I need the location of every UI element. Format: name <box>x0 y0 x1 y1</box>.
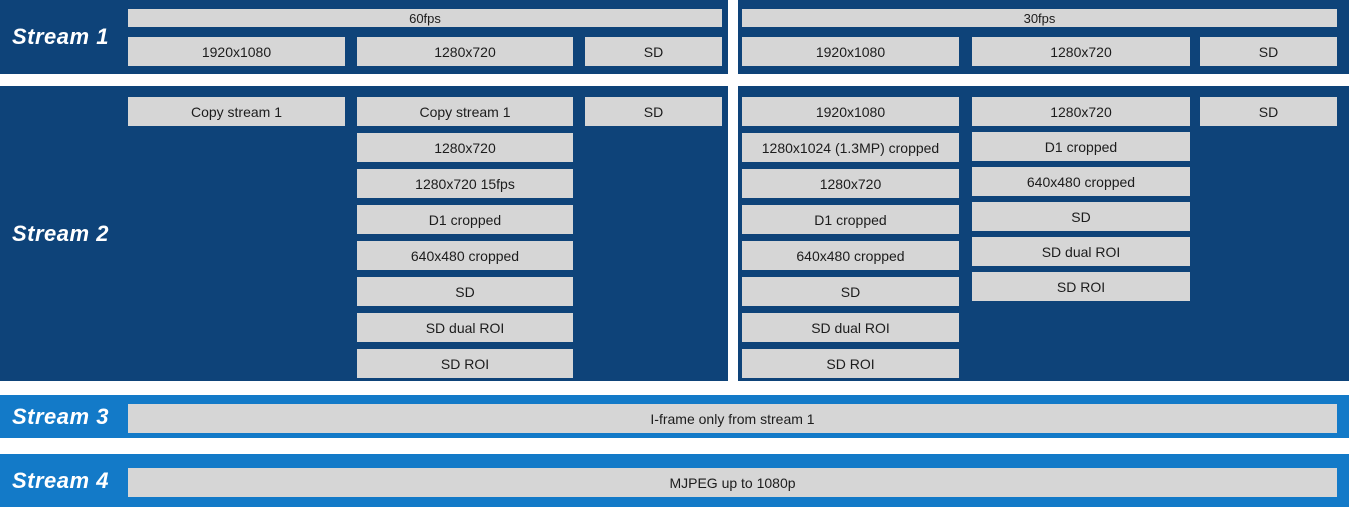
option-box: 1280x720 <box>972 97 1190 126</box>
stream2-left-col2: Copy stream 1 1280x720 1280x720 15fps D1 cr… <box>357 97 573 385</box>
option-box: 640x480 cropped <box>972 167 1190 196</box>
option-box: 1280x1024 (1.3MP) cropped <box>742 133 959 162</box>
option-box: 1280x720 <box>357 37 573 66</box>
option-box: SD <box>585 37 722 66</box>
stream2-right-col3: SD <box>1200 97 1337 133</box>
option-box: 640x480 cropped <box>742 241 959 270</box>
stream3-panel: Stream 3 I-frame only from stream 1 <box>0 395 1349 438</box>
option-box: SD ROI <box>742 349 959 378</box>
option-box: 1920x1080 <box>742 97 959 126</box>
option-box: D1 cropped <box>972 132 1190 161</box>
stream2-right-col1: 1920x1080 1280x1024 (1.3MP) cropped 1280x7… <box>742 97 959 385</box>
option-box: SD <box>585 97 722 126</box>
stream4-label: Stream 4 <box>12 467 109 493</box>
option-box: 640x480 cropped <box>357 241 573 270</box>
option-box: SD <box>972 202 1190 231</box>
stream2-left-panel: Stream 2 Copy stream 1 Copy stream 1 1280… <box>0 86 728 381</box>
option-box: 1280x720 <box>357 133 573 162</box>
option-box: SD <box>357 277 573 306</box>
option-box: SD ROI <box>972 272 1190 301</box>
option-box: MJPEG up to 1080p <box>128 468 1337 497</box>
stream1-right-panel: 30fps 1920x1080 1280x720 SD <box>738 0 1349 74</box>
option-box: D1 cropped <box>742 205 959 234</box>
stream1-30fps-header: 30fps <box>742 9 1337 27</box>
stream3-label: Stream 3 <box>12 403 109 429</box>
stream1-label: Stream 1 <box>12 24 109 49</box>
option-box: Copy stream 1 <box>357 97 573 126</box>
option-box: I-frame only from stream 1 <box>128 404 1337 433</box>
option-box: SD dual ROI <box>972 237 1190 266</box>
option-box: SD <box>1200 37 1337 66</box>
option-box: 1920x1080 <box>128 37 345 66</box>
option-box: 1280x720 15fps <box>357 169 573 198</box>
option-box: 1280x720 <box>742 169 959 198</box>
stream2-right-panel: 1920x1080 1280x1024 (1.3MP) cropped 1280x7… <box>738 86 1349 381</box>
option-box: D1 cropped <box>357 205 573 234</box>
stream2-label: Stream 2 <box>12 220 109 246</box>
option-box: SD dual ROI <box>742 313 959 342</box>
option-box: Copy stream 1 <box>128 97 345 126</box>
stream2-left-col3: SD <box>585 97 722 133</box>
option-box: SD ROI <box>357 349 573 378</box>
option-box: SD dual ROI <box>357 313 573 342</box>
stream2-left-col1: Copy stream 1 <box>128 97 345 133</box>
stream4-panel: Stream 4 MJPEG up to 1080p <box>0 454 1349 507</box>
stream1-left-panel: Stream 1 60fps 1920x1080 1280x720 SD <box>0 0 728 74</box>
option-box: SD <box>742 277 959 306</box>
option-box: 1280x720 <box>972 37 1190 66</box>
option-box: 1920x1080 <box>742 37 959 66</box>
option-box: SD <box>1200 97 1337 126</box>
stream1-60fps-header: 60fps <box>128 9 722 27</box>
